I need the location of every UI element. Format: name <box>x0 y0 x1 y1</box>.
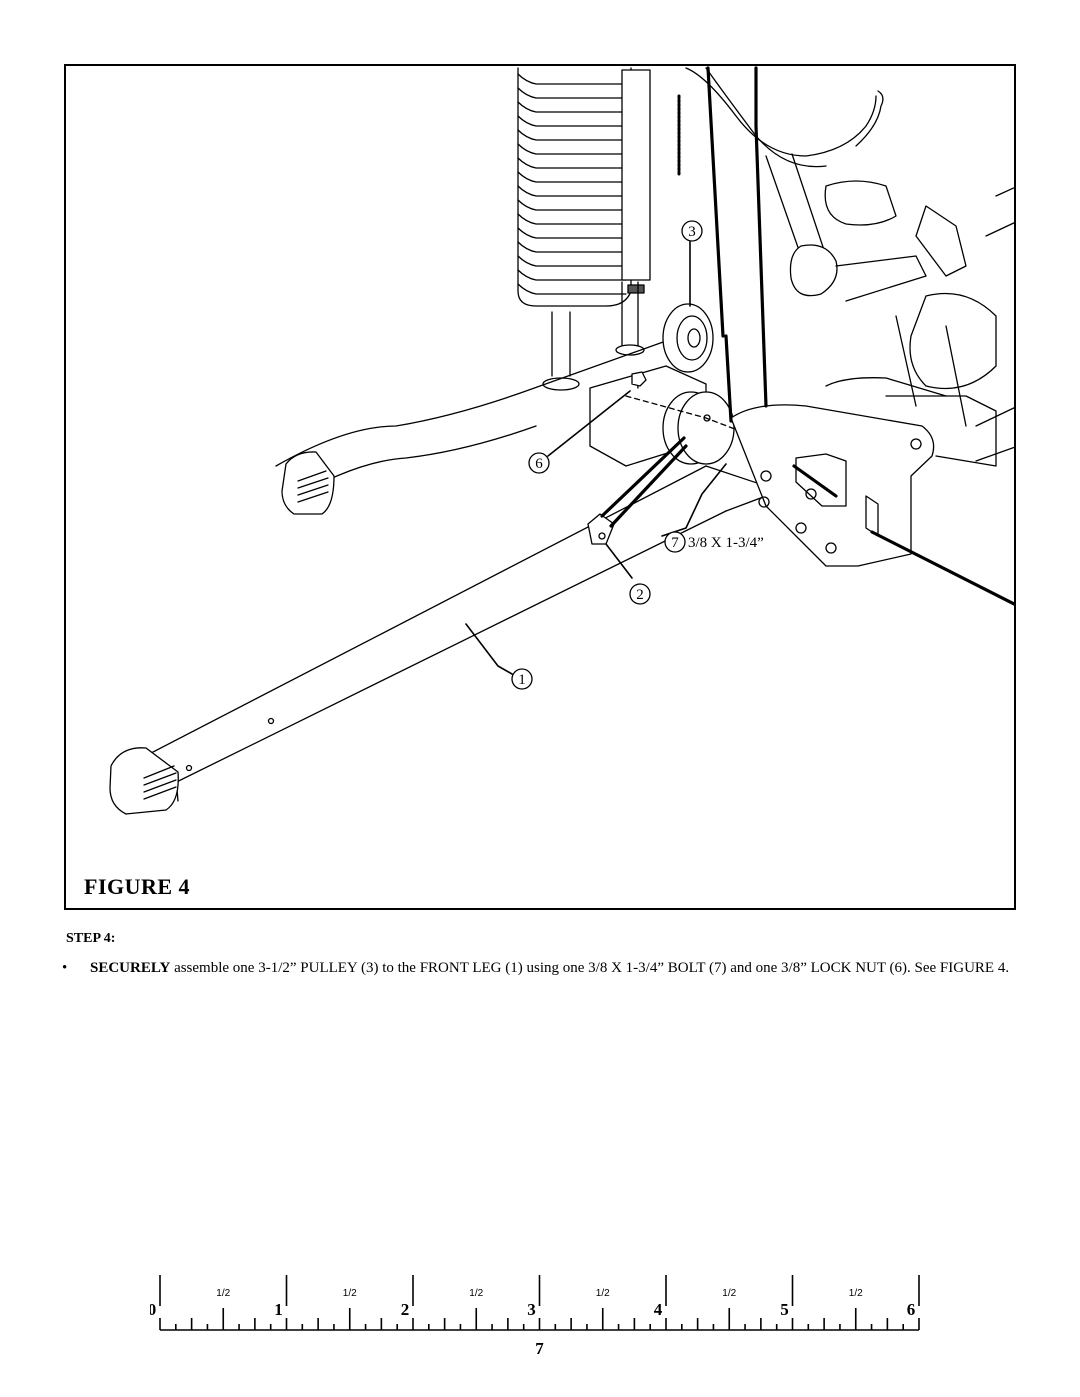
leader-7 <box>661 463 727 537</box>
figure-4-illustration: 1 2 3 6 7 3/8 X 1-3/4” FIGURE 4 <box>64 64 1016 910</box>
callout-6: 6 <box>535 456 543 472</box>
ruler-half-label: 1/2 <box>469 1288 483 1299</box>
callout-2: 2 <box>636 587 644 603</box>
bullet: • <box>62 960 68 976</box>
ruler-number: 3 <box>527 1300 536 1319</box>
leader-2 <box>605 543 633 579</box>
weight-plate <box>517 157 627 169</box>
step-text: SECURELY assemble one 3-1/2” PULLEY (3) … <box>90 958 1018 978</box>
step-emphasis: SECURELY <box>90 960 171 976</box>
step-description: assemble one 3-1/2” PULLEY (3) to the FR… <box>170 960 1010 976</box>
weight-plate <box>517 73 627 85</box>
weight-plate-tab <box>627 284 645 294</box>
weight-plate <box>517 269 627 281</box>
figure-title: FIGURE 4 <box>84 874 191 899</box>
weight-plate <box>517 185 627 197</box>
ruler-half-label: 1/2 <box>343 1288 357 1299</box>
weight-plate <box>517 255 627 267</box>
ruler-half-label: 1/2 <box>722 1288 736 1299</box>
page-number: 7 <box>535 1339 544 1358</box>
leader-1 <box>465 623 513 675</box>
weight-stack <box>517 67 651 307</box>
step-heading: STEP 4: <box>66 931 116 946</box>
ruler-number: 5 <box>780 1300 789 1319</box>
callout-1: 1 <box>518 672 526 688</box>
callout-3: 3 <box>688 224 696 240</box>
weight-plate <box>517 115 627 127</box>
leader-6 <box>547 390 631 457</box>
ruler-number: 2 <box>401 1300 410 1319</box>
weight-plate <box>517 241 627 253</box>
ruler-half-label: 1/2 <box>596 1288 610 1299</box>
step-instruction: • SECURELY assemble one 3-1/2” PULLEY (3… <box>62 958 1018 978</box>
weight-plate <box>517 87 627 99</box>
ruler-half-label: 1/2 <box>849 1288 863 1299</box>
weight-plate <box>517 171 627 183</box>
callout-7: 7 <box>671 535 679 551</box>
ruler-number: 6 <box>907 1300 916 1319</box>
weight-plate <box>517 227 627 239</box>
ruler-number: 1 <box>274 1300 283 1319</box>
weight-plate <box>517 143 627 155</box>
weight-plate <box>517 199 627 211</box>
ruler-number: 0 <box>150 1300 156 1319</box>
weight-plate <box>517 101 627 113</box>
ruler-half-label: 1/2 <box>216 1288 230 1299</box>
weight-plate <box>517 213 627 225</box>
weight-plate <box>517 129 627 141</box>
assembly-drawing: 1 2 3 6 7 3/8 X 1-3/4” <box>109 66 1014 815</box>
inch-ruler: 0 1 2 3 4 5 6 1/2 1/2 1/2 1/2 1/2 1/2 7 <box>150 1270 930 1390</box>
weight-plate <box>517 283 627 295</box>
ruler-number: 4 <box>654 1300 663 1319</box>
callout-7-spec: 3/8 X 1-3/4” <box>688 535 764 551</box>
